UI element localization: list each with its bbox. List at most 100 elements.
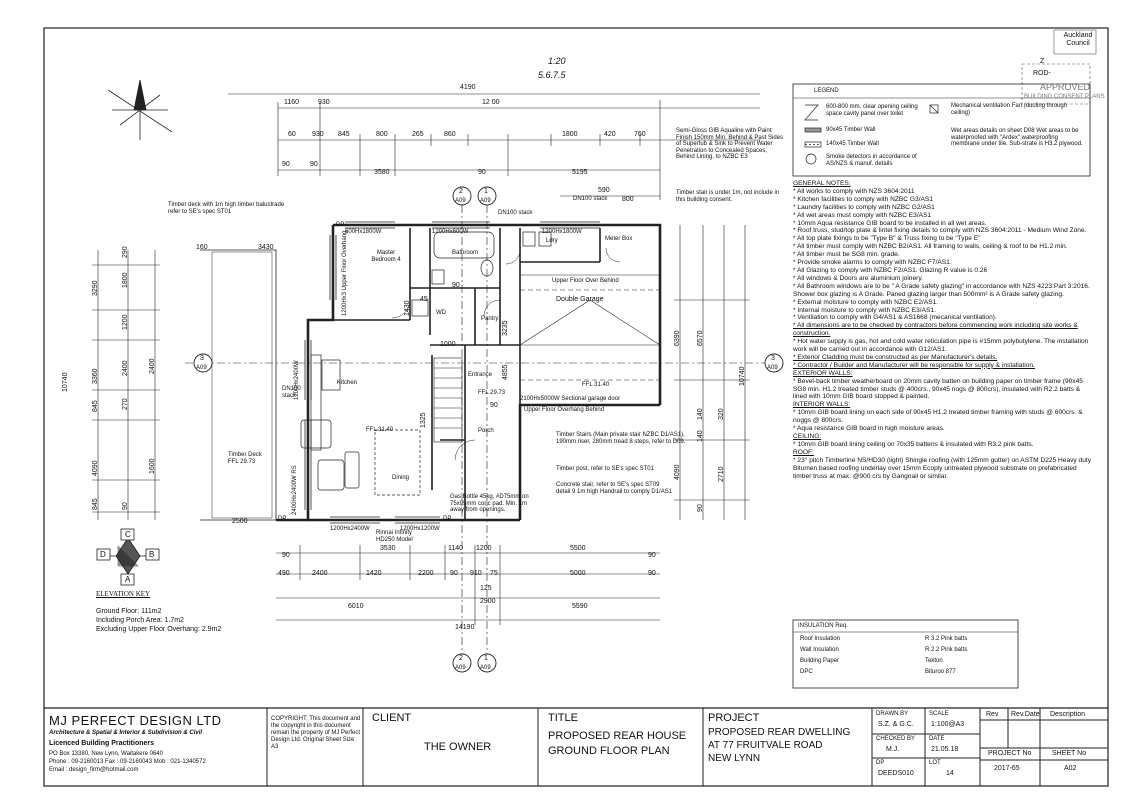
dimension: 90 [282, 552, 290, 559]
project-line-2: AT 77 FRUITVALE ROAD [708, 740, 823, 751]
section-marker-number: 2 [459, 655, 463, 662]
dimension: 6010 [348, 603, 364, 610]
sheet-no-label: SHEET No [1052, 750, 1087, 757]
stamp-ref-a: Z [1040, 58, 1045, 65]
scale-value: 1:100@A3 [931, 721, 965, 728]
ffl-label: FFL 31.40 [366, 427, 394, 433]
dimension: 860 [444, 131, 456, 138]
section-marker-sheet: A09 [767, 365, 778, 371]
sliding-door-label: 2400Hx2400W RS [292, 465, 298, 515]
annotation-stair-note: Timber stair is under 1m, not include in… [676, 190, 780, 203]
window-label: 1200Hx2400W [330, 526, 370, 532]
annotation-rinnai: Rinnai Infinity HD250 Model [376, 530, 413, 543]
section-marker-number: 3 [200, 355, 204, 362]
dimension: 3290 [92, 280, 99, 296]
dimension: 5590 [572, 603, 588, 610]
note-line: * All wet areas must comply with NZBC E3… [793, 211, 932, 219]
note-line: * Laundry facilities to comply with NZBC… [793, 203, 935, 211]
room-kitchen: Kitchen [337, 380, 358, 386]
project-no-label: PROJECT No [988, 750, 1032, 757]
dimension: 90 [310, 161, 318, 168]
dimension: 4090 [92, 460, 99, 476]
rev-label: Rev [986, 711, 999, 718]
dimension: 125 [480, 585, 492, 592]
legend-item: Mechanical ventilation Fan (ducting thro… [951, 103, 1068, 116]
dimension: 2400 [122, 360, 129, 376]
section-marker-sheet: A09 [455, 665, 466, 671]
annotation-overhang: 1200Hx3 Upper Floor Overhang [342, 230, 348, 316]
legend-item: Smoke detectors in accordance of AS/NZS … [826, 154, 917, 167]
interior-note: * Aqua resistance GIB board in high mois… [793, 425, 945, 433]
dimension: 930 [318, 99, 330, 106]
notes-heading: GENERAL NOTES: [793, 180, 851, 187]
dimension: 6390 [674, 330, 681, 346]
legend-item: Wet areas details on sheet D08 Wet areas… [951, 128, 1083, 147]
note-line: * All dimensions are to be checked by co… [793, 322, 1078, 338]
dimension: 3430 [258, 244, 274, 251]
dimension: 60 [288, 131, 296, 138]
room-double-garage: Double Garage [556, 296, 604, 303]
dimension: 1000 [440, 341, 456, 348]
ffl-label: FFL 29.73 [478, 390, 506, 396]
dimension: 2900 [480, 598, 496, 605]
general-notes: GENERAL NOTES: * All works to comply wit… [793, 180, 1093, 480]
section-marker-sheet: A09 [480, 665, 491, 671]
company-email: Email : design_firm@hotmail.com [49, 767, 139, 773]
dimension: 1420 [366, 570, 382, 577]
annotation-stack: DN100 stack [498, 210, 533, 216]
insulation-value: Tekton [925, 658, 943, 664]
room-wd: WD [436, 310, 446, 316]
garage-door-label: 2100Hx5000W Sectional garage door [520, 396, 621, 402]
dimension: 2400 [149, 358, 156, 374]
dp-value: DEEDS010 [878, 770, 914, 777]
project-no-value: 2017-65 [994, 765, 1020, 772]
annotation-upper-floor: Upper Floor Over Behind [552, 278, 619, 284]
dimension: 3580 [374, 169, 390, 176]
dimension: 910 [470, 570, 482, 577]
downpipe-label: DP [278, 516, 287, 522]
dimension: 90 [452, 282, 460, 289]
insulation-item: Building Paper [800, 658, 840, 664]
interior-note: * 10mm GIB board lining on each side of … [793, 409, 1083, 425]
dimension: 1800 [122, 272, 129, 288]
dimension: 760 [634, 131, 646, 138]
dimension: 290 [122, 246, 129, 258]
dimension: 3235 [502, 320, 509, 336]
area-summary: Including Porch Area: 1.7m2 [96, 617, 184, 624]
elevation-key-d: D [100, 550, 106, 559]
note-line: * Exterior Cladding must be constructed … [793, 353, 998, 361]
section-marker-sheet: A09 [196, 365, 207, 371]
window-label: 1200Hx600W [432, 229, 469, 235]
dimension: 1600 [149, 458, 156, 474]
downpipe-label: DP [336, 222, 345, 228]
note-line: * All top plate fixings to be "Type B" &… [793, 235, 981, 243]
dimension: 845 [92, 498, 99, 510]
window-label: 600Hx1800W [345, 229, 382, 235]
dimension: 1160 [284, 99, 300, 106]
elevation-key-title: ELEVATION KEY [96, 590, 151, 598]
dimension: 90 [450, 570, 458, 577]
downpipe-label: DP [443, 516, 452, 522]
annotation-concrete-stair: Concrete stair, refer to SE's spec ST09 … [556, 482, 673, 495]
area-summary: Excluding Upper Floor Overhang: 2.9m2 [96, 626, 222, 633]
exterior-note: * Bevel-back timber weatherboard on 20mm… [793, 377, 1083, 401]
dimension: 270 [122, 398, 129, 410]
roof-note: * 23° pitch Timberline NS/HD30 (light) S… [793, 456, 1092, 480]
interior-heading: INTERIOR WALLS: [793, 401, 851, 409]
lot-label: LOT [929, 760, 941, 766]
room-timber-deck: Timber Deck FFL 29.73 [228, 452, 262, 465]
annotation-aqualine: Semi-Gloss GIB Aqualine with Paint Finis… [676, 128, 784, 160]
dimension: 90 [490, 402, 498, 409]
annotation-stack: DN100 stack [282, 386, 301, 399]
dimension: 3360 [92, 368, 99, 384]
dimension: 160 [196, 244, 208, 251]
room-bathroom: Bathroom [452, 250, 479, 256]
dimension: 3530 [380, 545, 396, 552]
annotation-stack: DN100 stack [573, 196, 608, 202]
legend-item: 600-800 mm. clear opening ceiling space … [826, 104, 918, 117]
insulation-value: Bituroo 877 [925, 669, 956, 675]
dimension: 420 [604, 131, 616, 138]
note-line: * Provide smoke alarms to comply with NZ… [793, 259, 952, 267]
